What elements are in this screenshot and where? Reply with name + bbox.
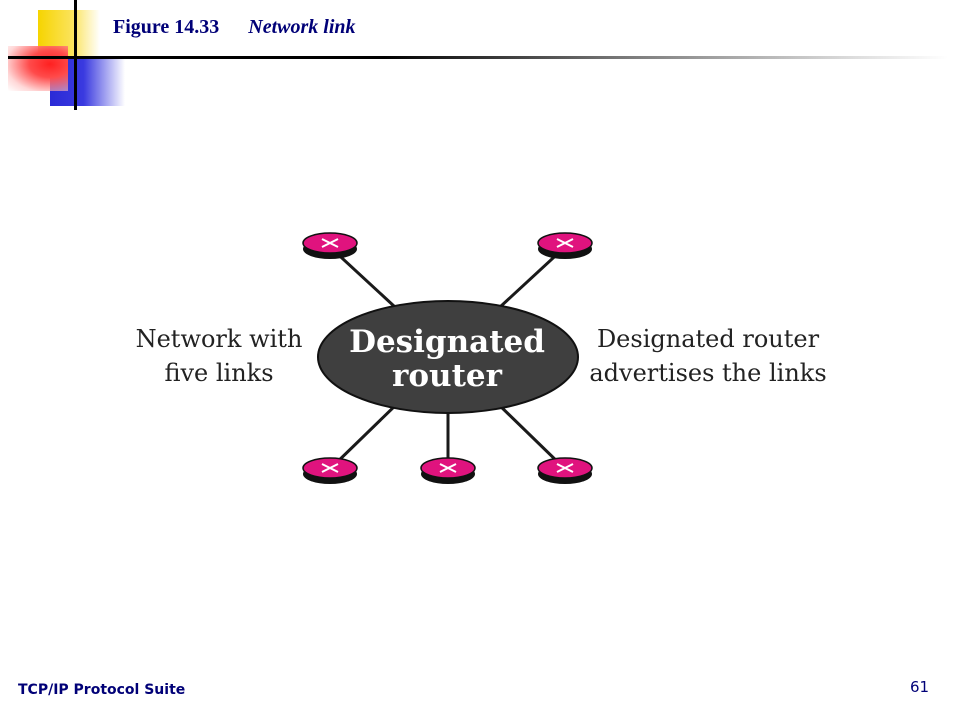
router-icon bbox=[537, 232, 593, 259]
designated-router-ellipse bbox=[317, 300, 579, 414]
figure-title: Figure 14.33 Network link bbox=[113, 16, 356, 39]
router-icon bbox=[537, 457, 593, 484]
left-text-line-1: Network with bbox=[135, 325, 303, 353]
router-icon bbox=[420, 457, 476, 484]
right-text-line-1: Designated router bbox=[596, 325, 820, 353]
link-bottom-right bbox=[493, 399, 567, 471]
link-bottom-left bbox=[328, 399, 402, 471]
book-title: TCP/IP Protocol Suite bbox=[18, 682, 186, 698]
center-label-line-1: Designated bbox=[349, 324, 545, 360]
center-label-line-2: router bbox=[392, 358, 502, 394]
diagram-graphic bbox=[302, 232, 593, 484]
right-text-line-2: advertises the links bbox=[589, 359, 827, 387]
figure-caption: Network link bbox=[248, 16, 356, 38]
left-text-line-2: five links bbox=[164, 359, 274, 387]
page-number: 61 bbox=[910, 678, 930, 696]
network-description: Network with five links bbox=[124, 322, 314, 390]
decor-horizontal-line bbox=[8, 56, 948, 59]
decor-vertical-line bbox=[74, 0, 77, 110]
router-description: Designated router advertises the links bbox=[583, 322, 833, 390]
decor-red-block bbox=[8, 46, 68, 91]
router-icon bbox=[302, 232, 358, 259]
network-link-diagram: Designated router Network with five link… bbox=[110, 215, 850, 505]
router-icon bbox=[302, 457, 358, 484]
figure-label: Figure 14.33 bbox=[113, 16, 220, 38]
designated-router-label: Designated router bbox=[327, 325, 567, 393]
